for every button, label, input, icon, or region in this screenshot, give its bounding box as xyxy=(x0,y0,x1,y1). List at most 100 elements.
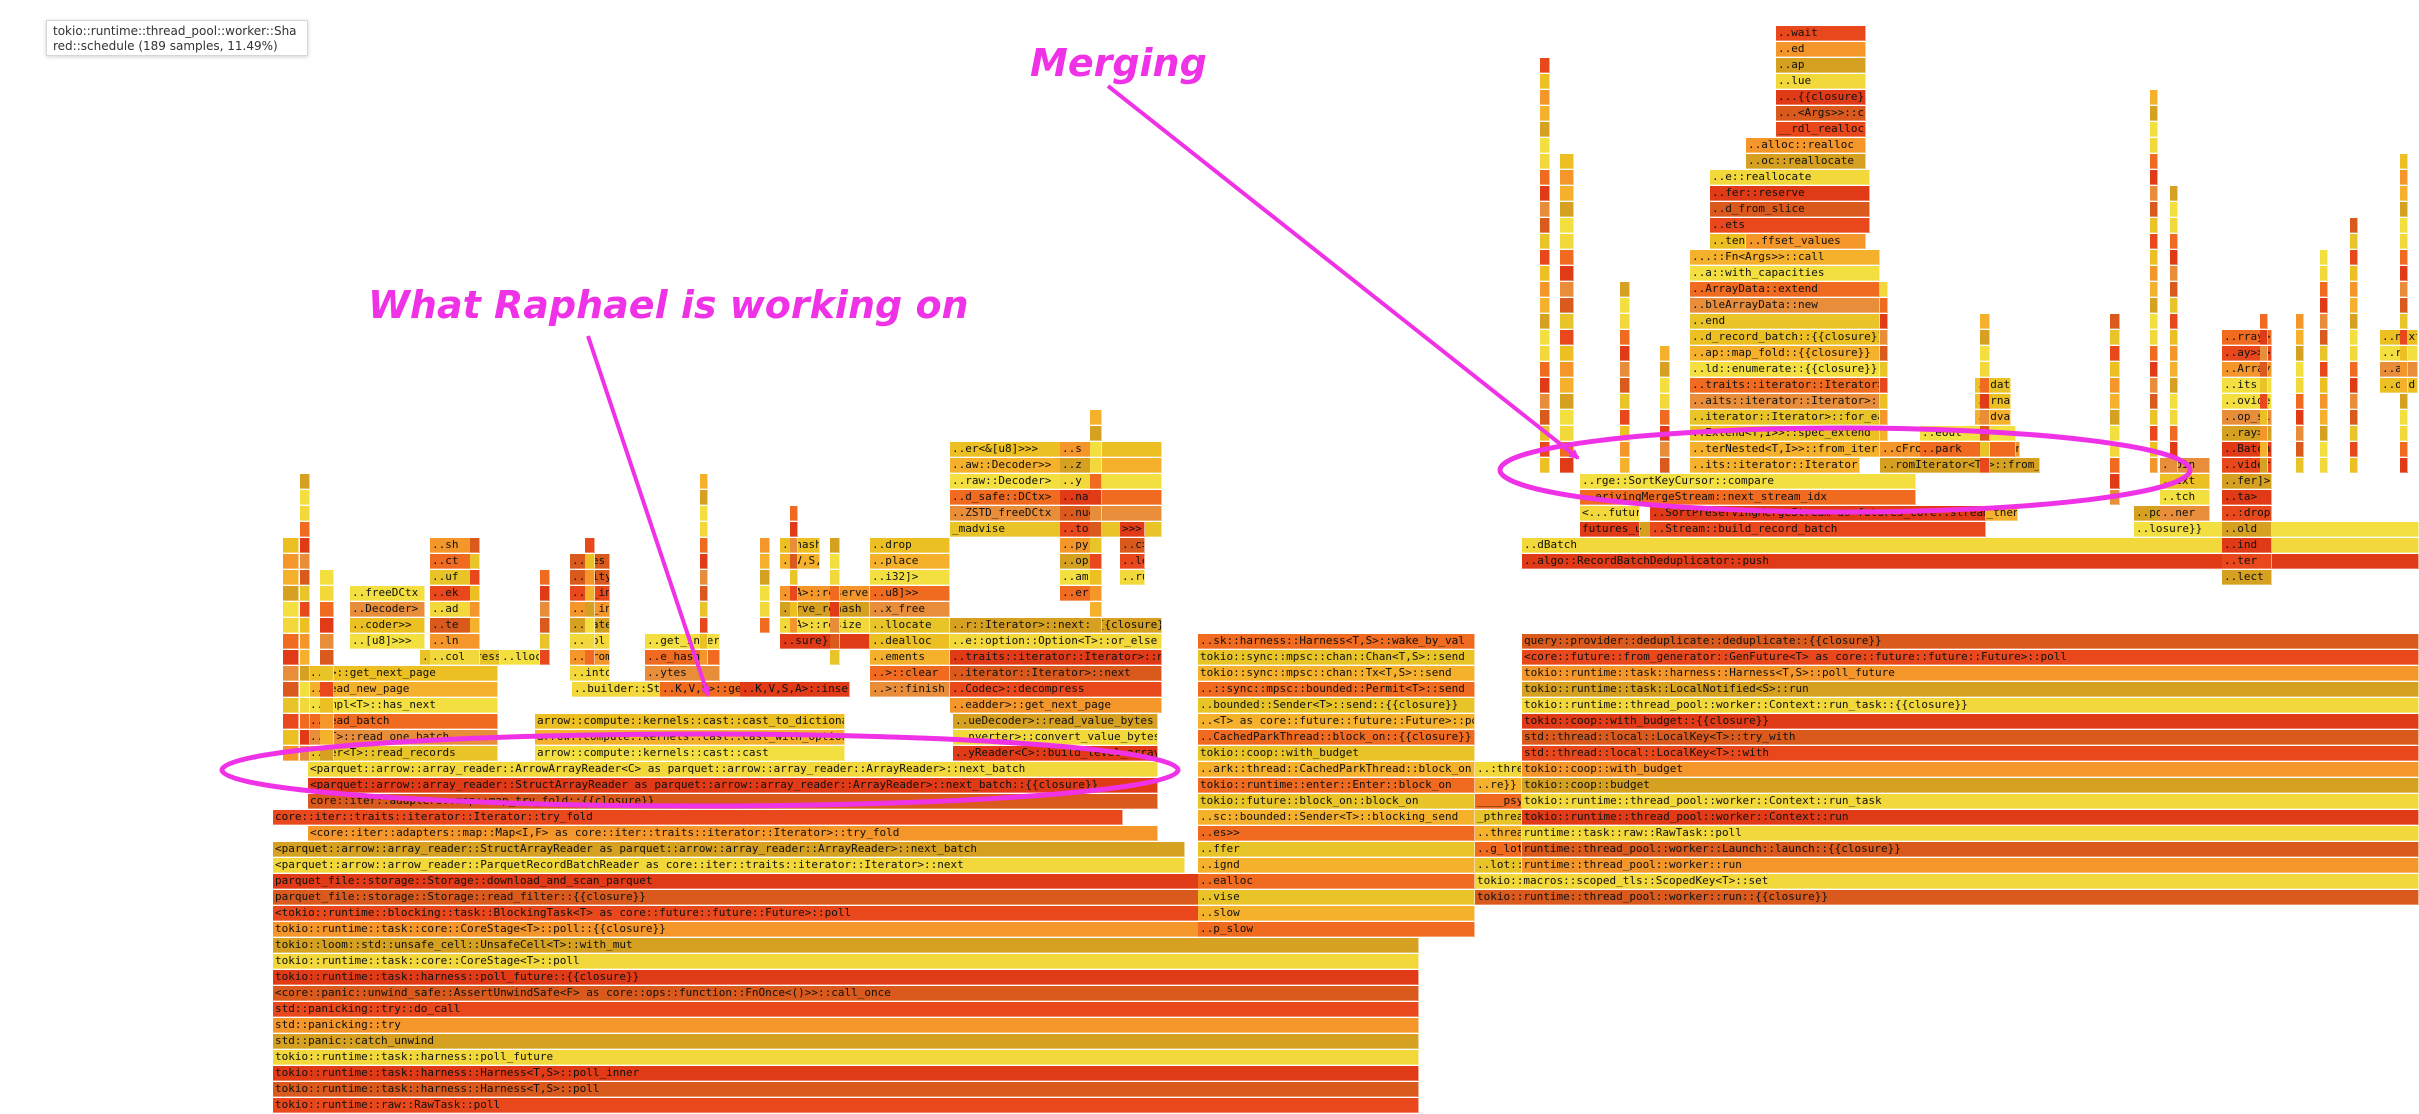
flame-frame-spike[interactable] xyxy=(2320,282,2328,297)
flame-frame[interactable]: tokio::coop::with_budget::{{closure}} xyxy=(1522,714,2419,729)
flame-frame-spike[interactable] xyxy=(300,586,310,601)
flame-frame-spike[interactable] xyxy=(2400,250,2408,265)
flame-frame[interactable]: ..ap xyxy=(1776,58,1866,73)
flame-frame[interactable]: ..lloc xyxy=(500,650,540,665)
flame-frame[interactable]: ..dealloc xyxy=(870,634,950,649)
flame-frame-spike[interactable] xyxy=(1980,314,1990,329)
flame-frame[interactable]: ..ext xyxy=(2160,474,2210,489)
flame-frame-spike[interactable] xyxy=(1560,154,1574,169)
flame-frame-spike[interactable] xyxy=(700,490,708,505)
flame-frame[interactable]: ..p_slow xyxy=(1198,922,1475,937)
flame-frame-spike[interactable] xyxy=(2170,202,2178,217)
flame-frame[interactable]: ..end xyxy=(1690,314,1880,329)
flame-frame-spike[interactable] xyxy=(790,522,798,537)
flame-frame-spike[interactable] xyxy=(1540,186,1550,201)
flame-frame[interactable]: ..e::reallocate xyxy=(1710,170,1870,185)
flame-frame-spike[interactable] xyxy=(283,586,299,601)
flame-frame[interactable]: arrow::compute::kernels::cast::cast_to_d… xyxy=(535,714,845,729)
flame-frame[interactable]: tokio::runtime::thread_pool::worker::Con… xyxy=(1522,794,2419,809)
flame-frame[interactable]: ..d_record_batch::{{closure}} xyxy=(1690,330,1880,345)
flame-frame-spike[interactable] xyxy=(1560,298,1574,313)
flame-frame-spike[interactable] xyxy=(830,554,840,569)
flame-frame-spike[interactable] xyxy=(2350,298,2358,313)
flame-frame-spike[interactable] xyxy=(830,618,840,633)
flame-frame-spike[interactable] xyxy=(1620,394,1630,409)
flame-frame-spike[interactable] xyxy=(1540,282,1550,297)
flame-frame-spike[interactable] xyxy=(585,650,595,665)
flame-frame-spike[interactable] xyxy=(1540,202,1550,217)
flame-frame[interactable]: ..r::Iterator>::next::{{closure}} xyxy=(950,618,1162,633)
flame-frame-spike[interactable] xyxy=(283,682,299,697)
flame-frame-spike[interactable] xyxy=(2350,282,2358,297)
flame-frame-spike[interactable] xyxy=(1540,314,1550,329)
flame-frame[interactable]: ..A>::reserve xyxy=(780,586,870,601)
flame-frame-spike[interactable] xyxy=(1540,410,1550,425)
flame-frame-spike[interactable] xyxy=(2150,202,2158,217)
flame-frame-spike[interactable] xyxy=(2260,426,2268,441)
flame-frame-spike[interactable] xyxy=(470,570,480,585)
flame-frame-spike[interactable] xyxy=(760,554,770,569)
flame-frame-spike[interactable] xyxy=(320,586,334,601)
flame-frame-spike[interactable] xyxy=(320,634,334,649)
flame-frame-spike[interactable] xyxy=(2400,234,2408,249)
flame-frame[interactable]: tokio::runtime::task::core::CoreStage<T>… xyxy=(273,922,1419,937)
flame-frame-spike[interactable] xyxy=(790,602,798,617)
flame-frame[interactable]: ..nverter>::convert_value_bytes xyxy=(953,730,1158,745)
flame-frame-spike[interactable] xyxy=(2296,314,2304,329)
flame-frame-spike[interactable] xyxy=(300,506,310,521)
flame-frame-spike[interactable] xyxy=(2170,378,2178,393)
flame-frame-spike[interactable] xyxy=(2150,426,2158,441)
flame-frame-spike[interactable] xyxy=(300,602,310,617)
flame-frame-spike[interactable] xyxy=(2296,426,2304,441)
flame-frame[interactable]: tokio::coop::with_budget xyxy=(1522,762,2419,777)
flame-frame-spike[interactable] xyxy=(2150,410,2158,425)
flame-frame-spike[interactable] xyxy=(2150,298,2158,313)
flame-frame-spike[interactable] xyxy=(1560,346,1574,361)
flame-frame[interactable]: ..ek xyxy=(430,586,480,601)
flame-frame-spike[interactable] xyxy=(2400,186,2408,201)
flame-frame-spike[interactable] xyxy=(2150,362,2158,377)
flame-frame-spike[interactable] xyxy=(1090,602,1102,617)
flame-frame-spike[interactable] xyxy=(1540,170,1550,185)
flame-frame-spike[interactable] xyxy=(540,618,550,633)
flame-frame-spike[interactable] xyxy=(470,538,480,553)
flame-frame-spike[interactable] xyxy=(700,618,708,633)
flame-frame[interactable]: ..op_slow xyxy=(2222,410,2272,425)
flame-frame-spike[interactable] xyxy=(1560,410,1574,425)
flame-frame-spike[interactable] xyxy=(2260,442,2268,457)
flame-frame-spike[interactable] xyxy=(283,618,299,633)
flame-frame-spike[interactable] xyxy=(2150,170,2158,185)
flame-frame[interactable]: ..ets xyxy=(1710,218,1870,233)
flame-frame-spike[interactable] xyxy=(700,634,708,649)
flame-frame[interactable]: arrow::compute::kernels::cast::cast xyxy=(535,746,845,761)
flame-frame[interactable]: ..old xyxy=(2222,522,2272,537)
flame-frame-spike[interactable] xyxy=(2150,186,2158,201)
flame-frame-spike[interactable] xyxy=(830,570,840,585)
flame-frame[interactable]: std::thread::local::LocalKey<T>::try_wit… xyxy=(1522,730,2419,745)
flame-frame-spike[interactable] xyxy=(2150,330,2158,345)
flame-frame[interactable]: ..ind xyxy=(2222,538,2272,553)
flame-frame-spike[interactable] xyxy=(2400,154,2408,169)
flame-frame[interactable]: ..sh xyxy=(430,538,480,553)
flame-frame[interactable]: ..ta> xyxy=(2222,490,2272,505)
flame-frame-spike[interactable] xyxy=(2150,234,2158,249)
flame-frame[interactable]: futures_util::stream::stream::StreamExt:… xyxy=(1580,522,1640,537)
flame-frame[interactable]: ..ay>>> xyxy=(2222,346,2272,361)
flame-frame-spike[interactable] xyxy=(1560,282,1574,297)
flame-frame[interactable]: ..rt xyxy=(2380,346,2418,361)
flame-frame-spike[interactable] xyxy=(1540,330,1550,345)
flame-frame-spike[interactable] xyxy=(1620,410,1630,425)
flame-frame-spike[interactable] xyxy=(1880,298,1888,313)
flame-frame-spike[interactable] xyxy=(1660,442,1670,457)
flame-frame[interactable]: ..oc::reallocate xyxy=(1746,154,1866,169)
flame-frame-spike[interactable] xyxy=(283,602,299,617)
flame-frame-spike[interactable] xyxy=(2150,218,2158,233)
flame-frame[interactable]: _pthread_cond_signal xyxy=(1475,810,1522,825)
flame-frame-spike[interactable] xyxy=(1540,362,1550,377)
flame-frame[interactable]: ..e_hash xyxy=(645,650,720,665)
flame-frame[interactable]: tokio::runtime::enter::Enter::block_on xyxy=(1198,778,1475,793)
flame-frame-spike[interactable] xyxy=(2150,138,2158,153)
flame-frame[interactable]: ..ffset_values xyxy=(1746,234,1866,249)
flame-frame[interactable]: ..place xyxy=(870,554,950,569)
flame-frame-spike[interactable] xyxy=(2260,346,2268,361)
